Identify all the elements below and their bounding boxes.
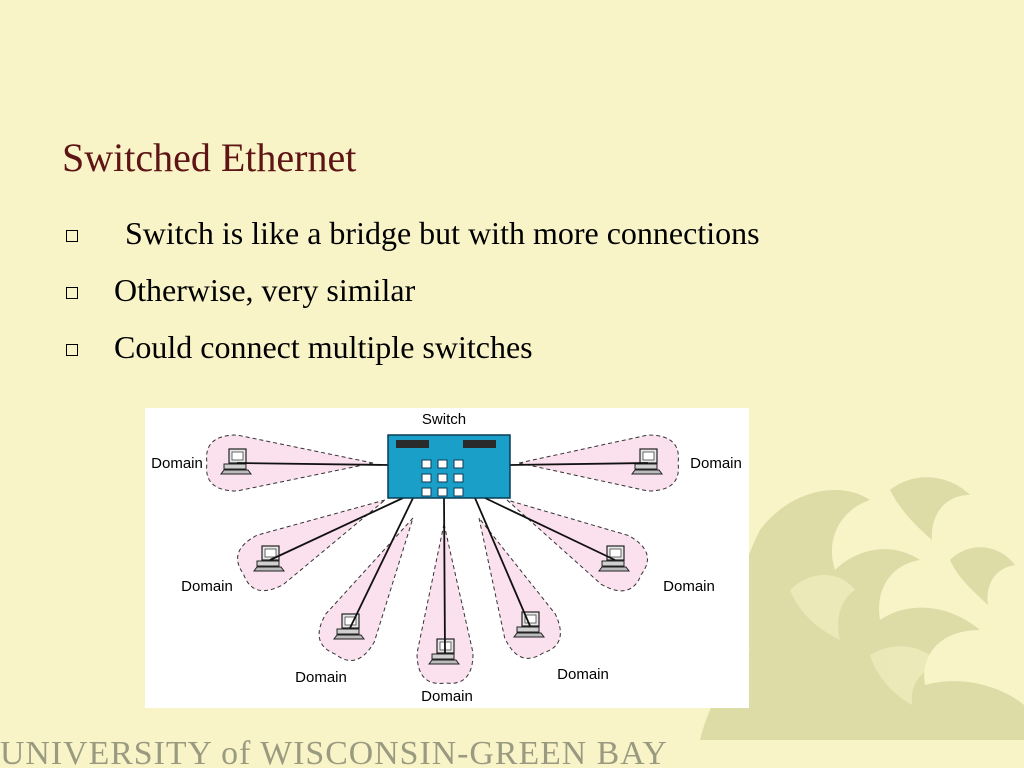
university-wordmark: UNIVERSITY of WISCONSIN-GREEN BAY xyxy=(0,735,668,768)
switch-display-right xyxy=(463,440,496,448)
domain-label: Domain xyxy=(421,688,473,705)
computer-base xyxy=(601,560,625,567)
bullet-text: Switch is like a bridge but with more co… xyxy=(125,215,760,251)
switch-port xyxy=(421,459,432,469)
bullet-text: Could connect multiple switches xyxy=(114,329,533,365)
square-bullet-icon xyxy=(66,287,78,299)
computer-keyboard xyxy=(220,469,252,475)
domain-label: Domain xyxy=(663,578,715,595)
link-line xyxy=(484,497,616,561)
computer-base xyxy=(223,463,247,470)
computer-screen xyxy=(264,548,277,558)
slide-title: Switched Ethernet xyxy=(62,135,357,180)
computer-icon xyxy=(598,545,630,572)
computer-base xyxy=(336,628,360,635)
switch-port xyxy=(437,459,448,469)
computer-keyboard xyxy=(598,566,630,572)
computer-icon xyxy=(631,448,663,475)
computer-keyboard xyxy=(513,632,545,638)
computer-base xyxy=(256,560,280,567)
switch-port xyxy=(453,487,464,497)
phoenix-emblem xyxy=(700,477,1024,740)
computer-screen xyxy=(642,451,655,461)
link-line xyxy=(509,462,649,466)
switch-port xyxy=(421,487,432,497)
computer-keyboard xyxy=(333,634,365,640)
computer-keyboard xyxy=(631,469,663,475)
domain-label: Domain xyxy=(151,455,203,472)
domain-label: Domain xyxy=(181,578,233,595)
switch-display-left xyxy=(396,440,429,448)
domain-label: Domain xyxy=(557,666,609,683)
square-bullet-icon xyxy=(66,230,78,242)
switch-port xyxy=(421,473,432,483)
link-line xyxy=(474,497,531,627)
domain-label: Domain xyxy=(690,455,742,472)
domain-region xyxy=(506,499,648,592)
switch-port xyxy=(453,459,464,469)
computer-base xyxy=(516,626,540,633)
square-bullet-icon xyxy=(66,344,78,356)
link-line xyxy=(236,462,389,466)
computer-keyboard xyxy=(253,566,285,572)
computer-base xyxy=(634,463,658,470)
switch-port xyxy=(437,487,448,497)
computer-screen xyxy=(609,548,622,558)
computer-screen xyxy=(231,451,244,461)
switch-port xyxy=(437,473,448,483)
computer-icon xyxy=(253,545,285,572)
computer-screen xyxy=(524,614,537,624)
link-line xyxy=(443,497,446,654)
switch-label: Switch xyxy=(422,411,466,428)
domain-label: Domain xyxy=(295,669,347,686)
link-line xyxy=(349,497,414,629)
university-name: UNIVERSITY of WISCONSIN-GREEN BAY xyxy=(0,735,668,768)
bullet-text: Otherwise, very similar xyxy=(114,272,416,308)
computer-keyboard xyxy=(428,659,460,665)
computer-base xyxy=(431,653,455,660)
link-line xyxy=(269,497,404,561)
switch-port xyxy=(453,473,464,483)
